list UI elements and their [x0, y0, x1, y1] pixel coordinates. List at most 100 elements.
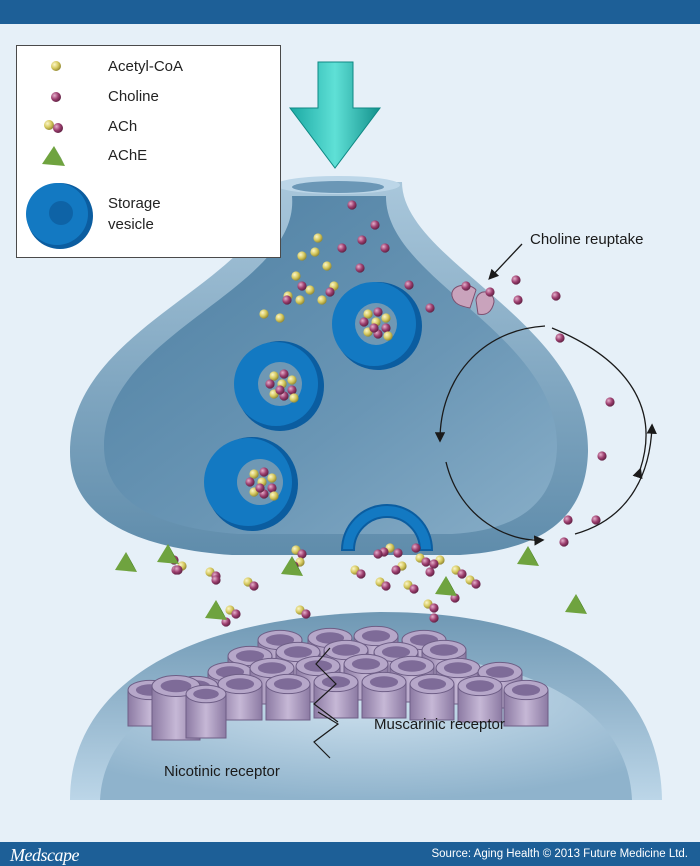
acetyl-coa	[322, 261, 332, 271]
legend: Acetyl-CoA Choline ACh AChE Storage vesi…	[16, 45, 281, 258]
choline	[211, 575, 221, 585]
legend-label-acetyl-coa: Acetyl-CoA	[108, 58, 184, 75]
choline	[605, 397, 615, 407]
ach-molecule	[429, 555, 445, 569]
choline	[370, 220, 380, 230]
vesicle-content	[279, 369, 289, 379]
muscarinic-receptor-label: Muscarinic receptor	[374, 716, 505, 733]
receptors	[127, 625, 549, 741]
choline	[357, 235, 367, 245]
choline	[325, 287, 335, 297]
ach-molecule	[225, 605, 241, 619]
acetyl-coa	[305, 285, 315, 295]
choline	[337, 243, 347, 253]
vesicle-content	[373, 307, 383, 317]
ache-enzyme	[517, 546, 539, 566]
vesicle-content	[259, 467, 269, 477]
vesicle-content	[265, 379, 275, 389]
choline-reuptake-label: Choline reuptake	[530, 231, 644, 248]
choline	[450, 593, 460, 603]
vesicle-content	[287, 385, 297, 395]
choline	[461, 281, 471, 291]
ach-molecule	[403, 580, 419, 594]
source-credit: Source: Aging Health © 2013 Future Medic…	[431, 848, 688, 860]
vesicle-content	[381, 323, 391, 333]
choline	[411, 543, 421, 553]
presynaptic-terminal	[70, 176, 589, 555]
choline	[485, 287, 495, 297]
choline	[591, 515, 601, 525]
vesicle-content	[269, 491, 279, 501]
choline	[551, 291, 561, 301]
vesicle-content	[363, 309, 373, 319]
choline	[404, 280, 414, 290]
acetyl-coa	[297, 251, 307, 261]
legend-label-storage: Storage	[108, 195, 161, 212]
receptor-channel	[185, 684, 227, 739]
ache-enzyme	[281, 556, 303, 576]
vesicle-content	[275, 385, 285, 395]
legend-label-vesicle: vesicle	[108, 216, 154, 233]
ach-molecule	[415, 553, 431, 567]
choline	[511, 275, 521, 285]
ache-enzyme	[435, 576, 457, 596]
receptor-channel	[361, 671, 407, 719]
legend-label-ach: ACh	[108, 118, 138, 135]
vesicle-content	[359, 317, 369, 327]
medscape-logo: Medscape	[10, 845, 79, 865]
reuptake-pointer	[488, 243, 523, 280]
ache-enzyme	[205, 600, 227, 620]
receptor-channel	[457, 675, 503, 723]
choline	[563, 515, 573, 525]
receptor-channel	[503, 679, 549, 727]
signal-arrow-icon	[289, 61, 381, 169]
acetyl-coa	[259, 309, 269, 319]
ach-molecule	[350, 565, 366, 579]
choline	[425, 303, 435, 313]
ach-molecule	[423, 599, 439, 613]
choline	[555, 333, 565, 343]
receptor-leader-lines	[313, 647, 340, 759]
choline-transporter-icon	[451, 284, 495, 315]
vesicle-content	[381, 313, 391, 323]
receptor-channel	[409, 673, 455, 721]
acetyl-coa	[291, 271, 301, 281]
ache-enzyme	[115, 552, 137, 572]
acetyl-coa	[275, 313, 285, 323]
acetyl-coa-bead-icon	[51, 61, 61, 71]
acetyl-coa	[310, 247, 320, 257]
ach-molecule	[451, 565, 467, 579]
choline	[425, 567, 435, 577]
vesicle-content	[255, 483, 265, 493]
ach-molecule	[465, 575, 481, 589]
choline	[373, 549, 383, 559]
ach-molecule	[391, 561, 407, 575]
choline	[173, 565, 183, 575]
choline	[282, 295, 292, 305]
fusing-vesicle	[340, 504, 434, 551]
ache-enzyme	[157, 544, 179, 564]
ach-bead-pair-icon	[44, 120, 63, 133]
ache-enzyme	[565, 594, 587, 614]
molecules	[115, 200, 615, 627]
top-bar	[0, 0, 700, 24]
vesicle-content	[249, 469, 259, 479]
choline	[221, 617, 231, 627]
vesicle-content	[245, 477, 255, 487]
choline	[393, 548, 403, 558]
vesicle-content	[267, 483, 277, 493]
recycling-loop-arrows	[434, 325, 657, 546]
ach-molecule	[375, 577, 391, 591]
nicotinic-receptor-label: Nicotinic receptor	[164, 763, 280, 780]
legend-icons	[26, 61, 93, 249]
vesicle-content	[269, 371, 279, 381]
vesicle-content	[287, 375, 297, 385]
storage-vesicle-icon	[26, 183, 93, 249]
choline	[347, 200, 357, 210]
choline	[355, 263, 365, 273]
vesicle-content	[289, 393, 299, 403]
ach-molecule	[291, 545, 307, 559]
receptor-channel	[313, 671, 359, 719]
